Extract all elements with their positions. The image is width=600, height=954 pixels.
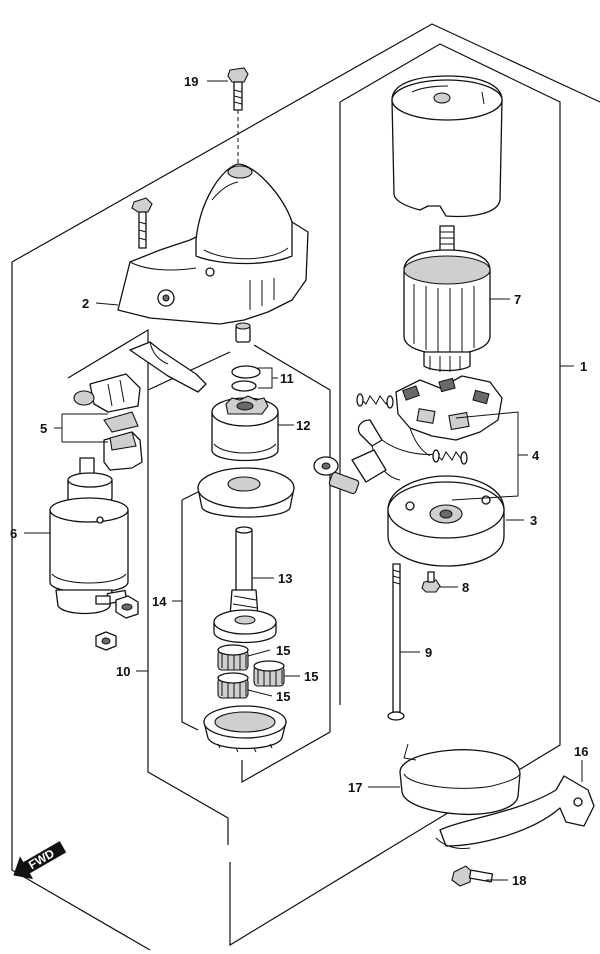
brush-spring-bottom — [432, 449, 468, 465]
bolt-18 — [451, 865, 494, 887]
callout-4: 4 — [532, 448, 540, 463]
clutch-cover-ring — [197, 467, 295, 518]
callout-15-right: 15 — [304, 669, 318, 684]
assembly-frame-starter-1 — [229, 43, 561, 947]
solenoid-nut-small — [95, 631, 117, 651]
bracket-16 — [435, 775, 595, 849]
fwd-arrow-icon — [13, 841, 67, 880]
planet-gear-15c — [217, 672, 249, 699]
callout-5: 5 — [40, 421, 47, 436]
screw-8 — [421, 571, 441, 593]
callout-11: 11 — [280, 371, 294, 386]
callout-6: 6 — [10, 526, 17, 541]
callout-1: 1 — [580, 359, 587, 374]
callout-3: 3 — [530, 513, 537, 528]
assembly-frame-outer — [11, 23, 600, 951]
end-cover-3 — [387, 475, 505, 567]
planet-gear-15a — [217, 644, 249, 671]
callout-labels: 19 2 1 3 4 5 6 7 8 9 10 11 12 13 14 15 1… — [10, 74, 588, 888]
callout-17: 17 — [348, 780, 362, 795]
callout-8: 8 — [462, 580, 469, 595]
callout-14: 14 — [152, 594, 167, 609]
brush-holder-4 — [395, 375, 503, 457]
callout-18: 18 — [512, 873, 526, 888]
bushing-2 — [235, 322, 251, 343]
callout-13: 13 — [278, 571, 292, 586]
callout-12: 12 — [296, 418, 310, 433]
callout-10: 10 — [116, 664, 130, 679]
yoke-frame — [391, 75, 503, 218]
leader-lines — [24, 80, 583, 881]
armature-7 — [403, 225, 491, 372]
solenoid-6 — [49, 457, 129, 615]
callout-7: 7 — [514, 292, 521, 307]
callout-15-lower: 15 — [276, 689, 290, 704]
solenoid-plunger — [73, 373, 141, 413]
shift-lever — [129, 341, 207, 393]
solenoid-nut-large — [115, 595, 139, 619]
packing-5a — [103, 411, 139, 433]
band-17 — [399, 743, 521, 816]
bolt-2-mount — [131, 197, 153, 249]
callout-9: 9 — [425, 645, 432, 660]
assembly-frame-drive-14 — [181, 487, 207, 731]
through-bolt-9 — [387, 563, 405, 721]
shaft-13 — [213, 526, 277, 644]
pinion-gear-12 — [211, 395, 279, 462]
brush-lead-4 — [313, 419, 441, 495]
callout-15-upper: 15 — [276, 643, 290, 658]
bolt-19 — [227, 67, 249, 111]
rear-housing-2 — [117, 163, 309, 325]
planet-gear-15b — [253, 660, 285, 687]
packing-5b — [103, 431, 143, 471]
callout-16: 16 — [574, 744, 588, 759]
callout-2: 2 — [82, 296, 89, 311]
internal-gear-ring — [203, 705, 287, 753]
snap-ring-11 — [231, 365, 261, 392]
fwd-indicator: FWD — [13, 841, 67, 880]
brush-spring-top — [356, 393, 394, 409]
callout-19: 19 — [184, 74, 198, 89]
